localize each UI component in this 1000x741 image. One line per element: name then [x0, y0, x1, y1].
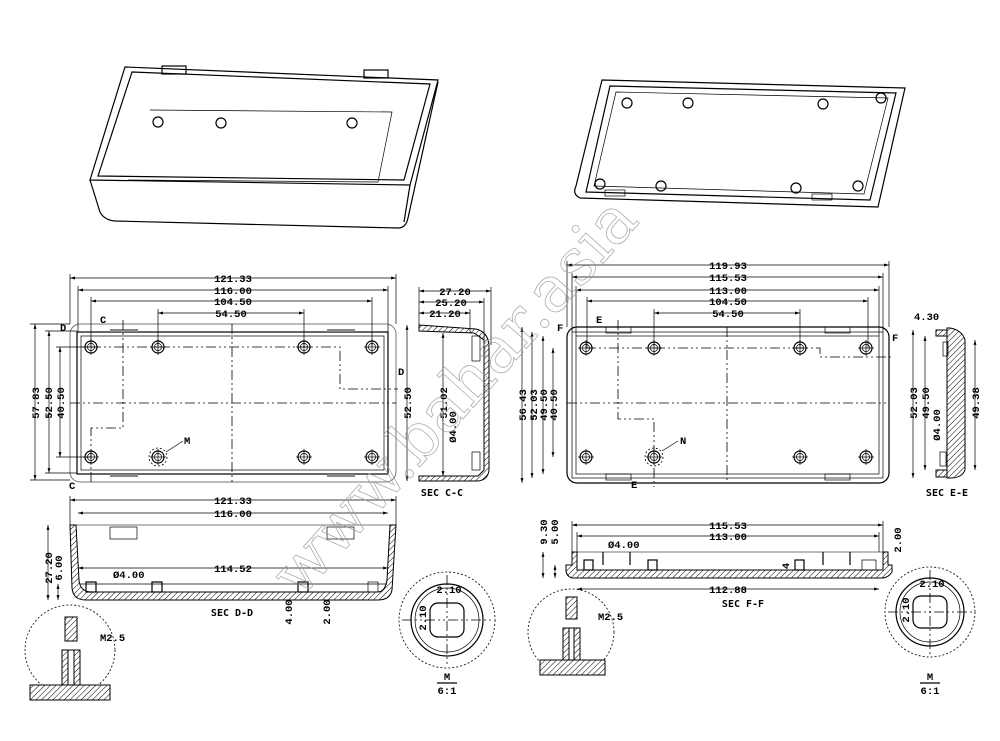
dimension-lines [30, 261, 977, 600]
dim-text: 114.52 [214, 564, 252, 576]
dim-text: 6.00 [54, 555, 66, 580]
dim-text: Ø4.00 [113, 570, 145, 582]
section-e-e-dimensions: 4.30 52.03 49.50 Ø4.00 49.38 SEC E-E [909, 312, 983, 499]
dim-text: 52.03 [909, 387, 921, 419]
dim-text: 49.38 [971, 387, 983, 419]
detail-marker-n: N [680, 436, 686, 448]
dim-text: 116.00 [214, 509, 252, 521]
watermark: www.bahar.asia [257, 183, 653, 611]
dim-text: 54.50 [215, 309, 247, 321]
dim-text: 27.20 [44, 552, 56, 584]
dim-text: 113.00 [709, 286, 747, 298]
section-marker-f: F [892, 333, 898, 345]
section-d-d-dimensions: 121.33 116.00 27.20 6.00 Ø4.00 114.52 4.… [44, 496, 462, 698]
box-plan-dimensions: 121.33 116.00 104.50 54.50 57.83 52.50 4… [31, 274, 404, 493]
dim-text: 4 [781, 563, 793, 569]
dim-text: 40.50 [56, 387, 68, 419]
dim-text: 2.10 [919, 579, 944, 591]
dim-text: 2.10 [436, 585, 461, 597]
dim-text: 121.33 [214, 274, 252, 286]
dim-text: Ø4.00 [448, 411, 460, 443]
dim-text: 115.53 [709, 273, 747, 285]
dim-text: 5.00 [550, 519, 562, 544]
dim-text: 54.50 [712, 309, 744, 321]
dim-text: Ø4.00 [608, 540, 640, 552]
dim-text: 2.00 [322, 599, 334, 624]
section-title: SEC E-E [926, 488, 968, 499]
section-marker-d: D [60, 323, 66, 335]
dim-text: 4.00 [284, 599, 296, 624]
section-c-c [418, 324, 490, 482]
section-marker-d: D [398, 367, 404, 379]
section-title: SEC F-F [722, 599, 764, 610]
section-e-e [935, 327, 966, 479]
dim-text: 2.10 [418, 605, 430, 630]
dim-text: 57.83 [31, 387, 43, 419]
detail-scale: 6:1 [438, 686, 457, 698]
dim-text: 51.02 [439, 387, 451, 419]
dim-text: 52.50 [44, 387, 56, 419]
detail-scale: 6:1 [921, 686, 940, 698]
dim-text: 2.00 [893, 527, 905, 552]
dim-text: 27.20 [439, 287, 471, 299]
section-marker-c: C [69, 481, 76, 493]
section-f-f-dimensions: 9.30 5.00 115.53 113.00 Ø4.00 4 2.00 112… [539, 519, 945, 698]
dim-text: 52.50 [403, 387, 415, 419]
dim-text: 49.50 [921, 387, 933, 419]
dim-text: 25.20 [435, 298, 467, 310]
dim-text: 104.50 [214, 297, 252, 309]
dim-text: Ø4.00 [932, 409, 944, 441]
section-title: SEC D-D [211, 608, 253, 619]
section-marker-c: C [100, 315, 107, 327]
dim-text: 40.50 [549, 389, 561, 421]
detail-label: M [444, 672, 450, 684]
lid-isometric-view [574, 79, 906, 208]
dim-text: 2.10 [901, 597, 913, 622]
dim-text: 52.03 [529, 389, 541, 421]
screw-size-label: M2.5 [100, 633, 125, 645]
dim-text: 104.50 [709, 297, 747, 309]
dim-text: 9.30 [539, 519, 551, 544]
section-d-d [24, 524, 496, 701]
section-f-f [527, 551, 976, 684]
dim-text: 119.93 [709, 261, 747, 273]
dim-text: 112.88 [709, 585, 747, 597]
screw-size-label: M2.5 [598, 612, 623, 624]
dim-text: 121.33 [214, 496, 252, 508]
section-marker-e: E [596, 315, 602, 327]
box-plan-view [69, 320, 398, 485]
detail-marker-m: M [184, 436, 190, 448]
lid-plan-view [566, 320, 893, 487]
dim-text: 49.50 [539, 389, 551, 421]
section-marker-f: F [557, 323, 563, 335]
section-marker-e: E [631, 480, 637, 492]
lid-plan-dimensions: 119.93 115.53 113.00 104.50 54.50 56.43 … [518, 261, 898, 492]
section-c-c-dimensions: 27.20 25.20 21.20 52.50 51.02 Ø4.00 SEC … [403, 287, 471, 499]
section-title: SEC C-C [421, 488, 463, 499]
dim-text: 113.00 [709, 532, 747, 544]
dim-text: 21.20 [429, 309, 461, 321]
dim-text: 4.30 [914, 312, 939, 324]
dim-text: 116.00 [214, 286, 252, 298]
detail-label: M [927, 672, 933, 684]
dim-text: 115.53 [709, 521, 747, 533]
box-isometric-view [89, 65, 439, 229]
dim-text: 56.43 [518, 389, 530, 421]
